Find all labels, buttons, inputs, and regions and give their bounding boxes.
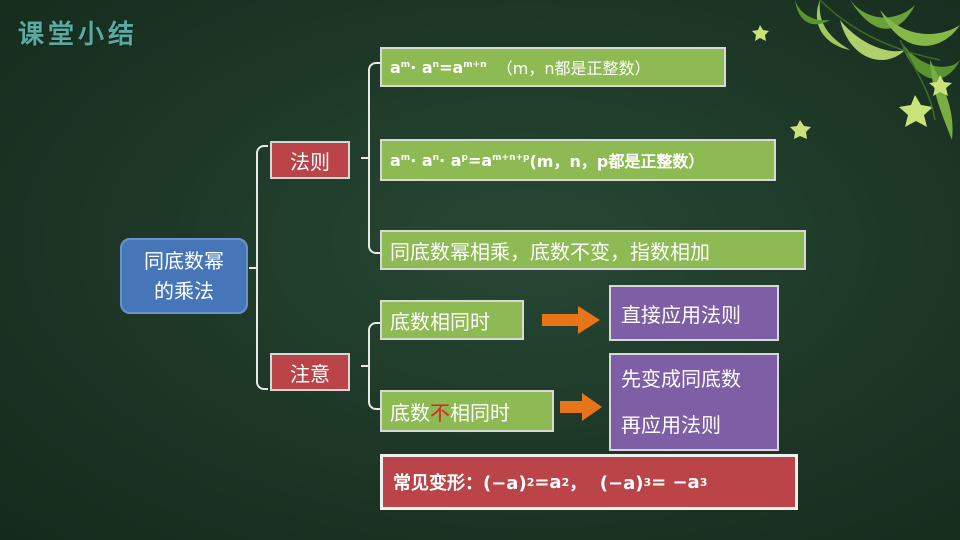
same-base-condition[interactable]: 底数相同时 <box>380 300 524 340</box>
same-base-text: 底数相同时 <box>390 306 490 335</box>
rule-bracket <box>368 62 380 254</box>
rule-statement-text: 同底数幂相乘，底数不变，指数相加 <box>390 236 710 265</box>
formula-1-exp-n: n <box>433 60 439 70</box>
formula-1-condition: （m，n都是正整数） <box>487 55 651 79</box>
formula-1-exp-mn: m+n <box>463 60 486 70</box>
diff-base-text-after: 相同时 <box>450 397 510 426</box>
formula-2-exp-n: n <box>433 153 439 163</box>
diff-base-action-line-2: 再应用法则 <box>621 402 721 448</box>
formula-2-times-a2: · a <box>439 151 461 170</box>
common-exp-3: 3 <box>643 476 651 489</box>
formula-1-times-a: · a <box>410 58 432 77</box>
formula-2-exp-mnp: m+n+p <box>492 153 529 163</box>
common-prefix: 常见变形：(−a) <box>393 469 527 495</box>
diff-base-text-before: 底数 <box>390 397 430 426</box>
formula-1-equals-a: =a <box>439 58 463 77</box>
common-mid-2: ， (−a) <box>569 469 643 495</box>
right-arrow-icon <box>542 306 600 334</box>
rule-label-text: 法则 <box>290 146 330 175</box>
common-exp-1: 2 <box>527 476 535 489</box>
note-label-text: 注意 <box>290 358 330 387</box>
formula-2-condition: (m，n，p都是正整数） <box>529 148 704 172</box>
formula-2-times-a1: · a <box>410 151 432 170</box>
rule-label[interactable]: 法则 <box>270 141 350 179</box>
right-arrow-icon <box>560 393 602 421</box>
rule-statement-box[interactable]: 同底数幂相乘，底数不变，指数相加 <box>380 230 806 270</box>
topic-line-1: 同底数幂 <box>144 246 224 276</box>
same-base-action-text: 直接应用法则 <box>621 299 741 328</box>
common-mid-1: =a <box>534 472 561 493</box>
formula-2-exp-m: m <box>401 153 410 163</box>
formula-2-base-a: a <box>390 151 401 170</box>
same-base-action[interactable]: 直接应用法则 <box>609 285 779 341</box>
diff-base-action[interactable]: 先变成同底数 再应用法则 <box>609 353 779 451</box>
main-bracket <box>256 145 268 390</box>
topic-node[interactable]: 同底数幂 的乘法 <box>120 238 248 314</box>
diff-base-highlight: 不 <box>430 397 450 426</box>
topic-line-2: 的乘法 <box>154 276 214 306</box>
common-exp-2: 2 <box>562 476 570 489</box>
common-mid-3: = −a <box>651 472 700 493</box>
diff-base-condition[interactable]: 底数不相同时 <box>380 390 554 432</box>
diff-base-action-line-1: 先变成同底数 <box>621 356 741 402</box>
formula-1-exp-m: m <box>401 60 410 70</box>
note-bracket <box>368 322 380 410</box>
formula-2-exp-p: p <box>462 153 468 163</box>
note-label[interactable]: 注意 <box>270 353 350 391</box>
common-exp-4: 3 <box>700 476 708 489</box>
page-title: 课堂小结 <box>18 14 138 51</box>
formula-2-equals-a: =a <box>468 151 492 170</box>
formula-1-base-a: a <box>390 58 401 77</box>
